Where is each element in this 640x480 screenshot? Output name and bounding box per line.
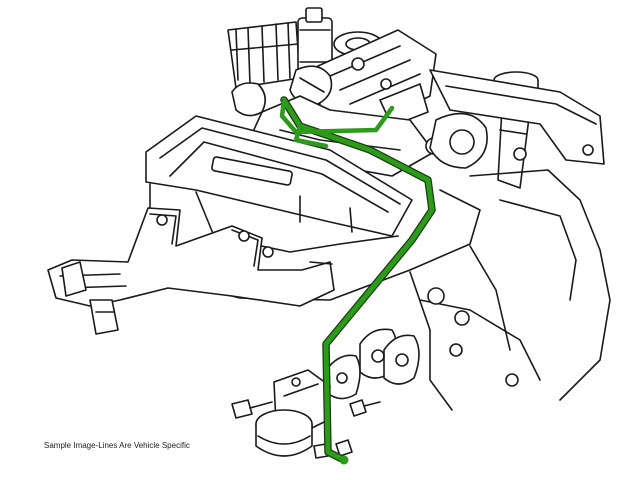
fuel-pump-plate (325, 328, 420, 400)
exhaust-manifold (47, 207, 335, 335)
fuel-line-hardline (281, 97, 435, 463)
caption: Sample Image-Lines Are Vehicle Specific (44, 441, 190, 450)
fuel-line-feed (293, 123, 329, 149)
fuel-pump (255, 369, 331, 457)
fuel-line-fitting (339, 455, 349, 465)
ignition-coil (297, 7, 333, 75)
left-valve-cover (145, 115, 413, 237)
distributor (227, 21, 301, 117)
thermostat-housing (429, 112, 488, 169)
right-valve-cover (429, 69, 605, 165)
fuel-line (279, 96, 436, 465)
